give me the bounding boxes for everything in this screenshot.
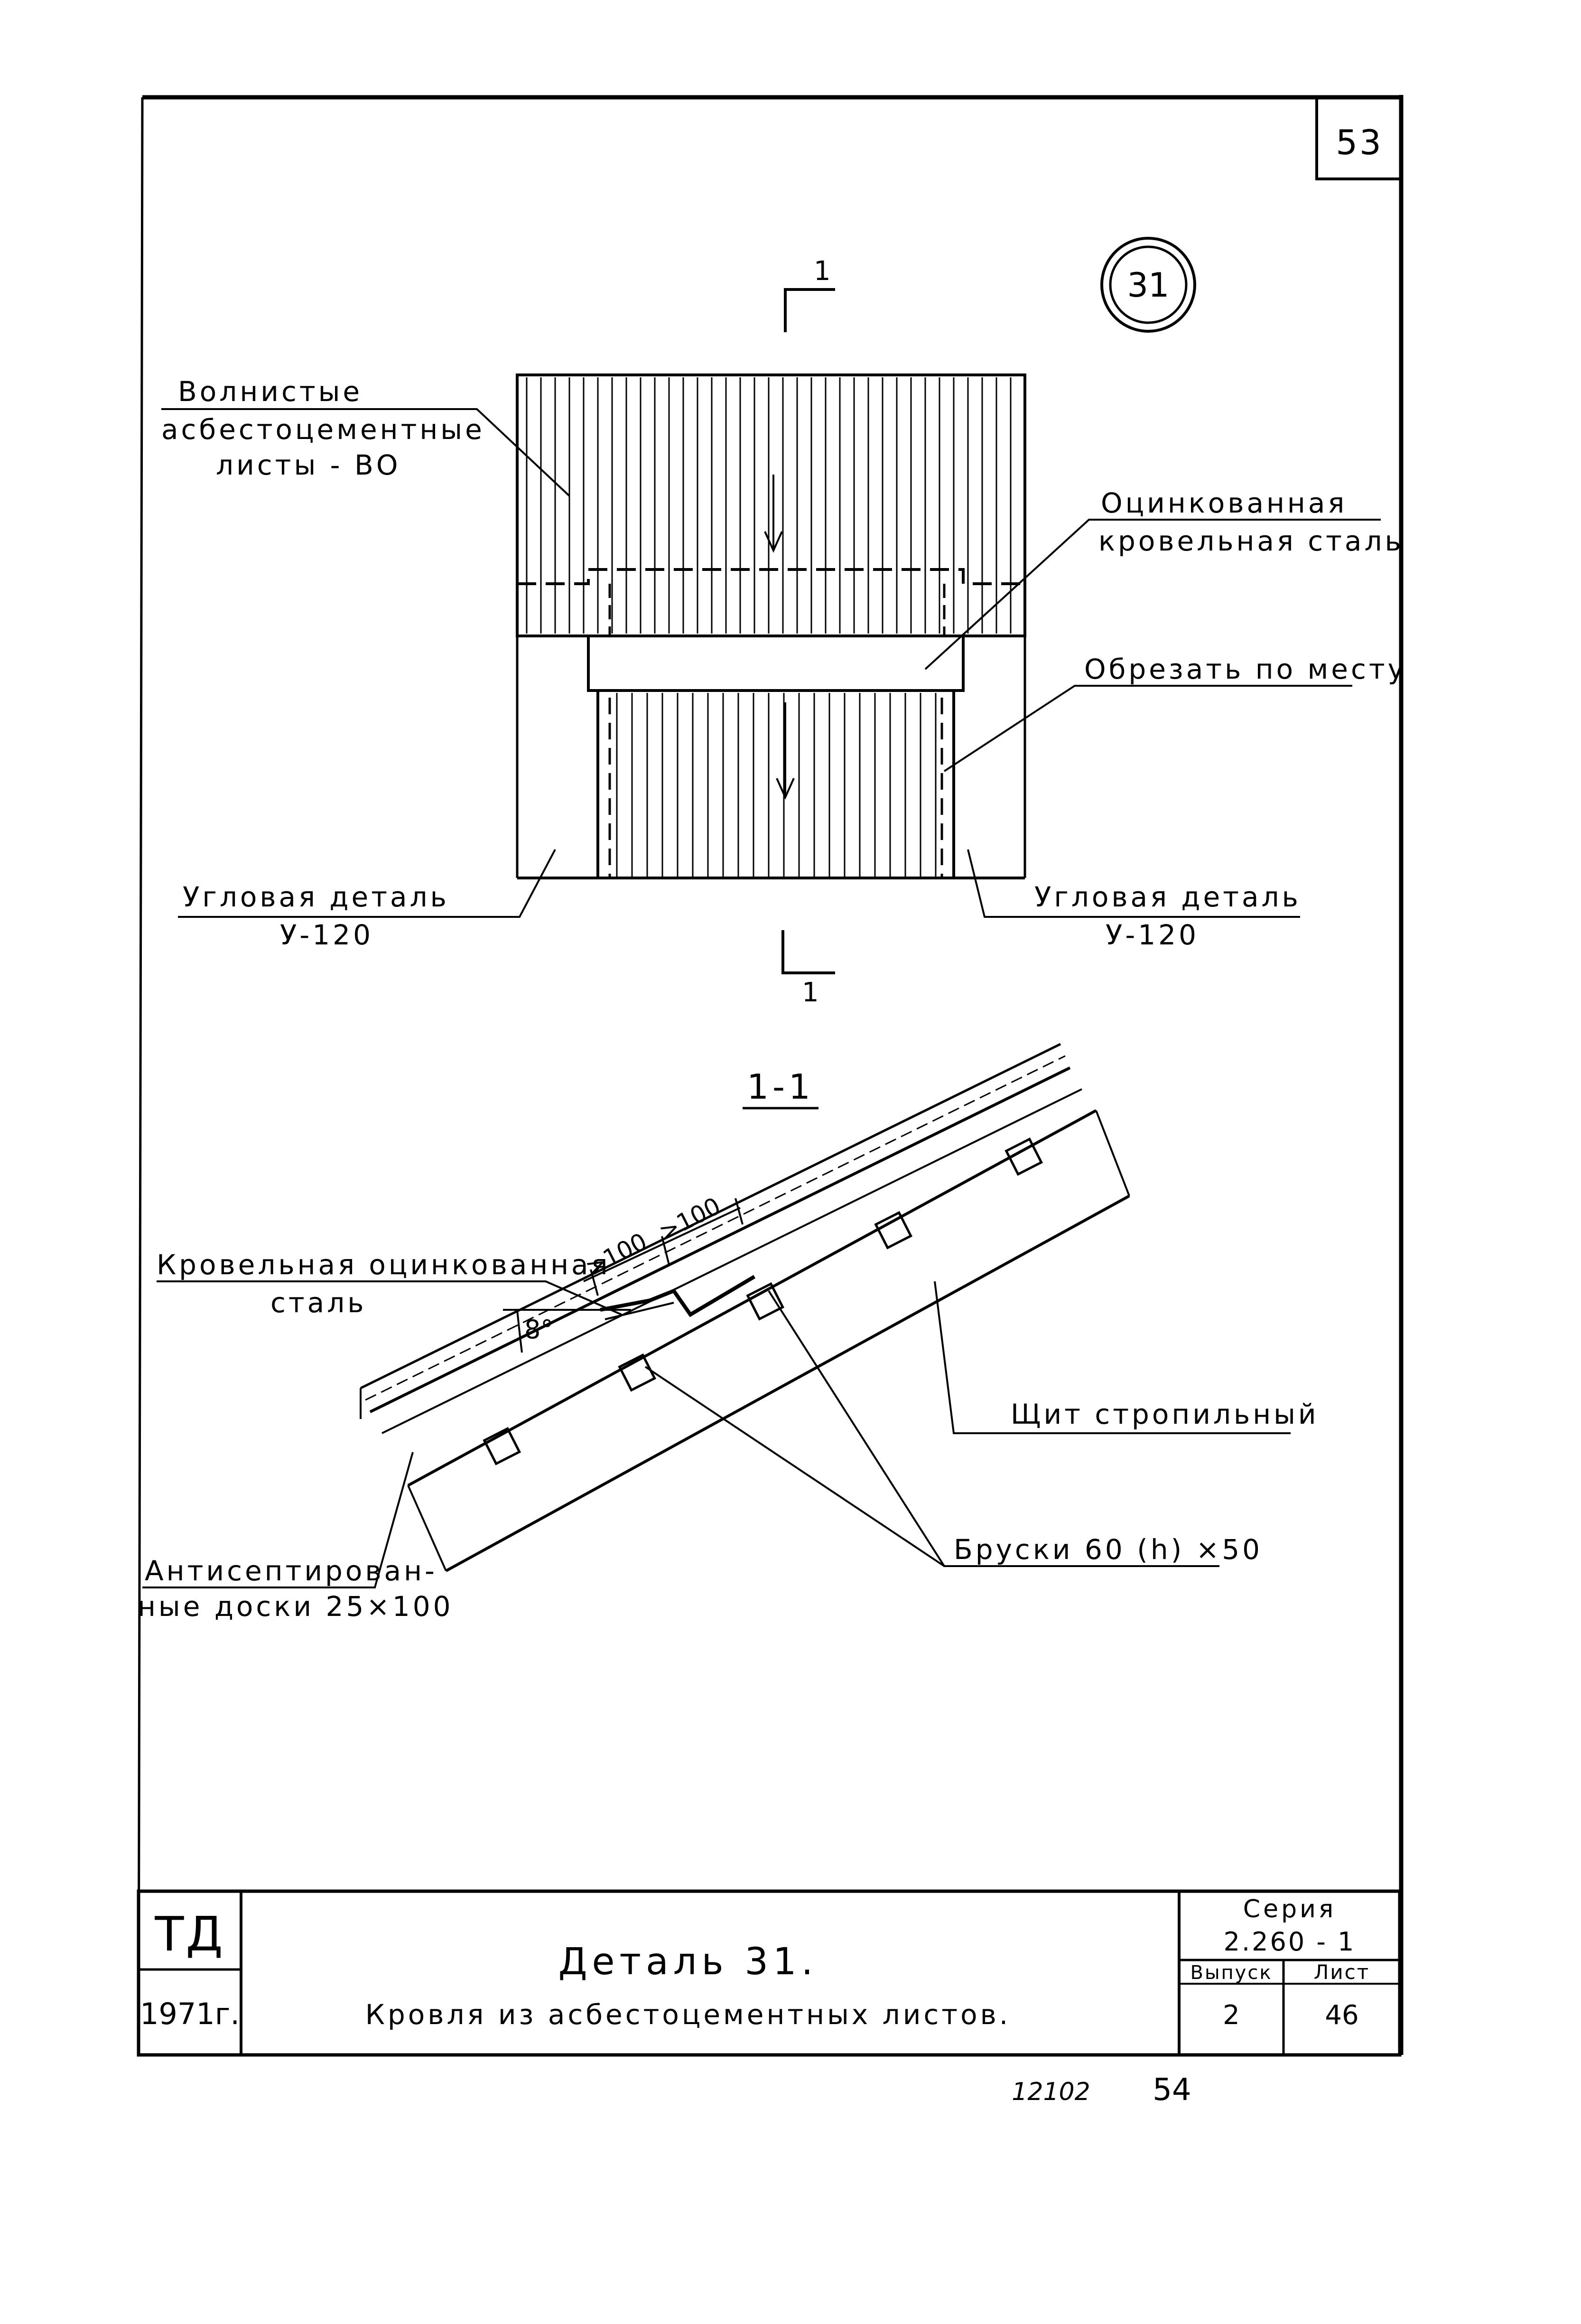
label-corner-left-2: У-120 [280,919,373,951]
plan-leaders [161,408,1381,918]
label-rafter-panel: Щит стропильный [1011,1398,1319,1430]
bottom-left-number: 12102 [1012,2078,1090,2106]
label-wavy-sheets-1: Волнистые [178,375,363,408]
label-wavy-sheets-2: асбестоцементные [161,413,485,446]
drawing-subtitle: Кровля из асбестоцементных листов. [365,1998,1011,2031]
label-galvanized-steel-1: Оцинкованная [1101,487,1347,519]
org-code: ТД [154,1906,224,1962]
sheet-label: Лист [1314,1960,1370,1984]
issue-label: Выпуск [1190,1962,1273,1984]
angle-label: 8° [524,1315,553,1344]
section-mark-top: 1 [814,256,831,287]
section-leaders [142,1280,1291,1588]
plan-view [516,288,1026,974]
wavy-sheet-corrugation-lower [616,693,937,877]
wavy-sheet-corrugation-upper [526,377,1012,634]
roof-section [360,1043,1130,1572]
sheet-value: 46 [1325,2000,1358,2031]
drawing-title: Деталь 31. [558,1941,818,1983]
label-corner-right-1: Угловая деталь [1034,881,1301,913]
title-block [137,1889,1402,2057]
series-label: Серия [1243,1895,1336,1923]
section-mark-bottom: 1 [802,977,819,1008]
issue-value: 2 [1223,2000,1240,2031]
bottom-right-number: 54 [1153,2072,1191,2108]
label-wavy-sheets-3: листы - ВО [216,449,400,481]
label-boards-2: ные доски 25×100 [138,1590,454,1623]
label-boards-1: Антисептирован- [145,1555,437,1587]
year: 1971г. [140,1997,240,2031]
sheet-frame [137,95,1404,2055]
label-bars: Бруски 60 (h) ×50 [954,1533,1263,1566]
label-galvanized-steel-2: кровельная сталь [1098,525,1404,557]
label-roof-steel-2: сталь [270,1287,366,1319]
section-title: 1-1 [747,1067,814,1107]
label-cut-to-fit: Обрезать по месту [1084,653,1407,685]
series-value: 2.260 - 1 [1224,1927,1356,1957]
label-roof-steel-1: Кровельная оцинкованная [157,1249,611,1281]
label-corner-right-2: У-120 [1106,919,1199,951]
detail-marker: 31 [1100,237,1196,333]
dim-2: >100 [654,1192,725,1246]
page-number: 53 [1336,122,1383,162]
label-corner-left-1: Угловая деталь [183,881,449,913]
detail-marker-number: 31 [1127,266,1169,305]
